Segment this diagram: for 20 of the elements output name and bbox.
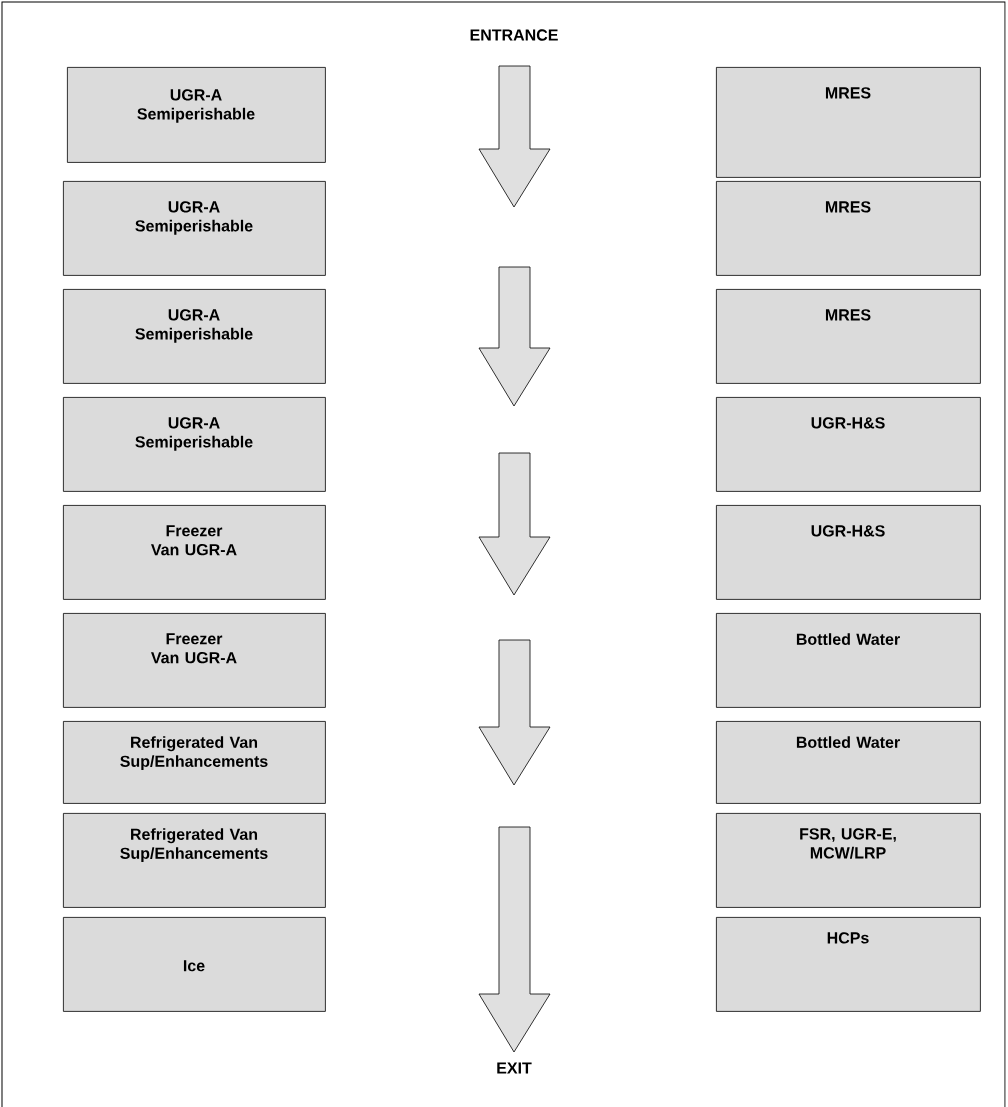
storage-box: UGR-A Semiperishable [63, 397, 326, 492]
storage-box: UGR-A Semiperishable [63, 289, 326, 384]
flow-label: ENTRANCE [470, 29, 558, 41]
storage-box: Bottled Water [716, 721, 981, 804]
storage-box: UGR-H&S [716, 505, 981, 600]
storage-box: HCPs [716, 917, 981, 1012]
storage-box: Refrigerated Van Sup/Enhancements [63, 813, 326, 908]
storage-box: Freezer Van UGR-A [63, 613, 326, 708]
storage-box: UGR-H&S [716, 397, 981, 492]
storage-box: Freezer Van UGR-A [63, 505, 326, 600]
storage-box: Ice [63, 917, 326, 1012]
storage-box: MRES [716, 181, 981, 276]
flow-label: EXIT [497, 1062, 532, 1074]
storage-box: Bottled Water [716, 613, 981, 708]
storage-box: UGR-A Semiperishable [67, 67, 326, 163]
storage-box: MRES [716, 289, 981, 384]
storage-box: Refrigerated Van Sup/Enhancements [63, 721, 326, 804]
storage-box: UGR-A Semiperishable [63, 181, 326, 276]
storage-box: MRES [716, 67, 981, 178]
storage-box: FSR, UGR-E, MCW/LRP [716, 813, 981, 908]
